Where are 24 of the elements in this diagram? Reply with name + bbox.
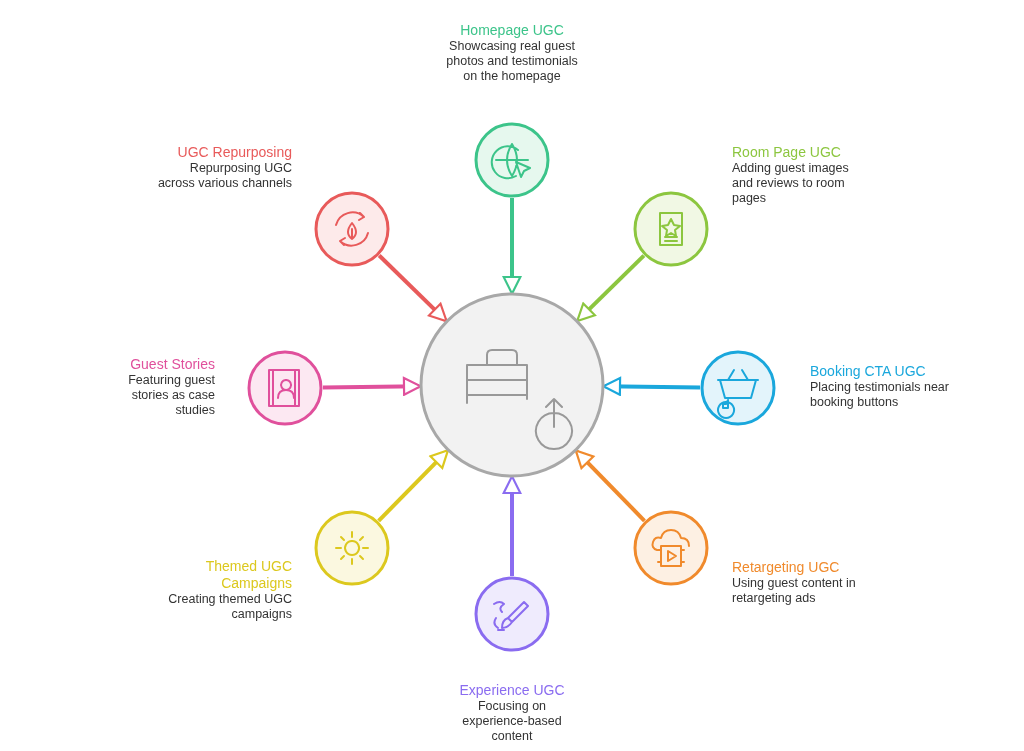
- node-description: Repurposing UGC across various channels: [157, 161, 292, 191]
- arrow: [502, 475, 522, 576]
- arrow: [602, 377, 701, 396]
- arrow: [377, 449, 450, 523]
- node-description: Focusing on experience-based content: [461, 699, 563, 744]
- node-description: Featuring guest stories as case studies: [127, 373, 215, 418]
- arrow: [377, 254, 448, 323]
- node-heading: Retargeting UGC: [732, 559, 841, 576]
- node-heading: UGC Repurposing: [176, 144, 292, 161]
- node-heading: Experience UGC: [458, 682, 566, 699]
- arrow: [502, 198, 522, 295]
- node-heading: Booking CTA UGC: [810, 363, 927, 380]
- node-heading: Themed UGC Campaigns: [204, 558, 292, 592]
- arrow: [574, 449, 646, 523]
- node-description: Adding guest images and reviews to room pages: [732, 161, 850, 206]
- node-description: Creating themed UGC campaigns: [167, 592, 292, 622]
- node-heading: Guest Stories: [129, 356, 215, 373]
- node-description: Using guest content in retargeting ads: [732, 576, 857, 606]
- node-heading: Room Page UGC: [732, 144, 842, 161]
- node-description: Showcasing real guest photos and testimonials on the homepage: [445, 39, 579, 84]
- arrow: [322, 377, 422, 396]
- node-description: Placing testimonials near booking buttons: [810, 380, 950, 410]
- arrow: [576, 254, 646, 323]
- node-heading: Homepage UGC: [459, 22, 565, 39]
